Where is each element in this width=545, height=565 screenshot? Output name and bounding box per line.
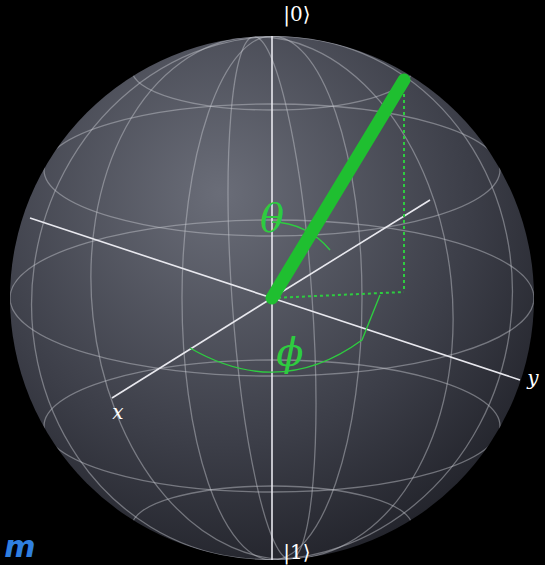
axis-label: y [527,368,538,388]
sphere [10,36,534,560]
caption-fragment: m [4,532,35,562]
state-vector [272,80,404,298]
phi-label: ϕ [276,332,303,372]
theta-label: θ [260,198,284,238]
grid-lines [0,5,545,565]
basis-state-label: |0⟩ [283,4,310,24]
basis-state-label: |1⟩ [283,542,310,562]
axes [30,36,520,560]
axis-label: x [112,402,123,422]
